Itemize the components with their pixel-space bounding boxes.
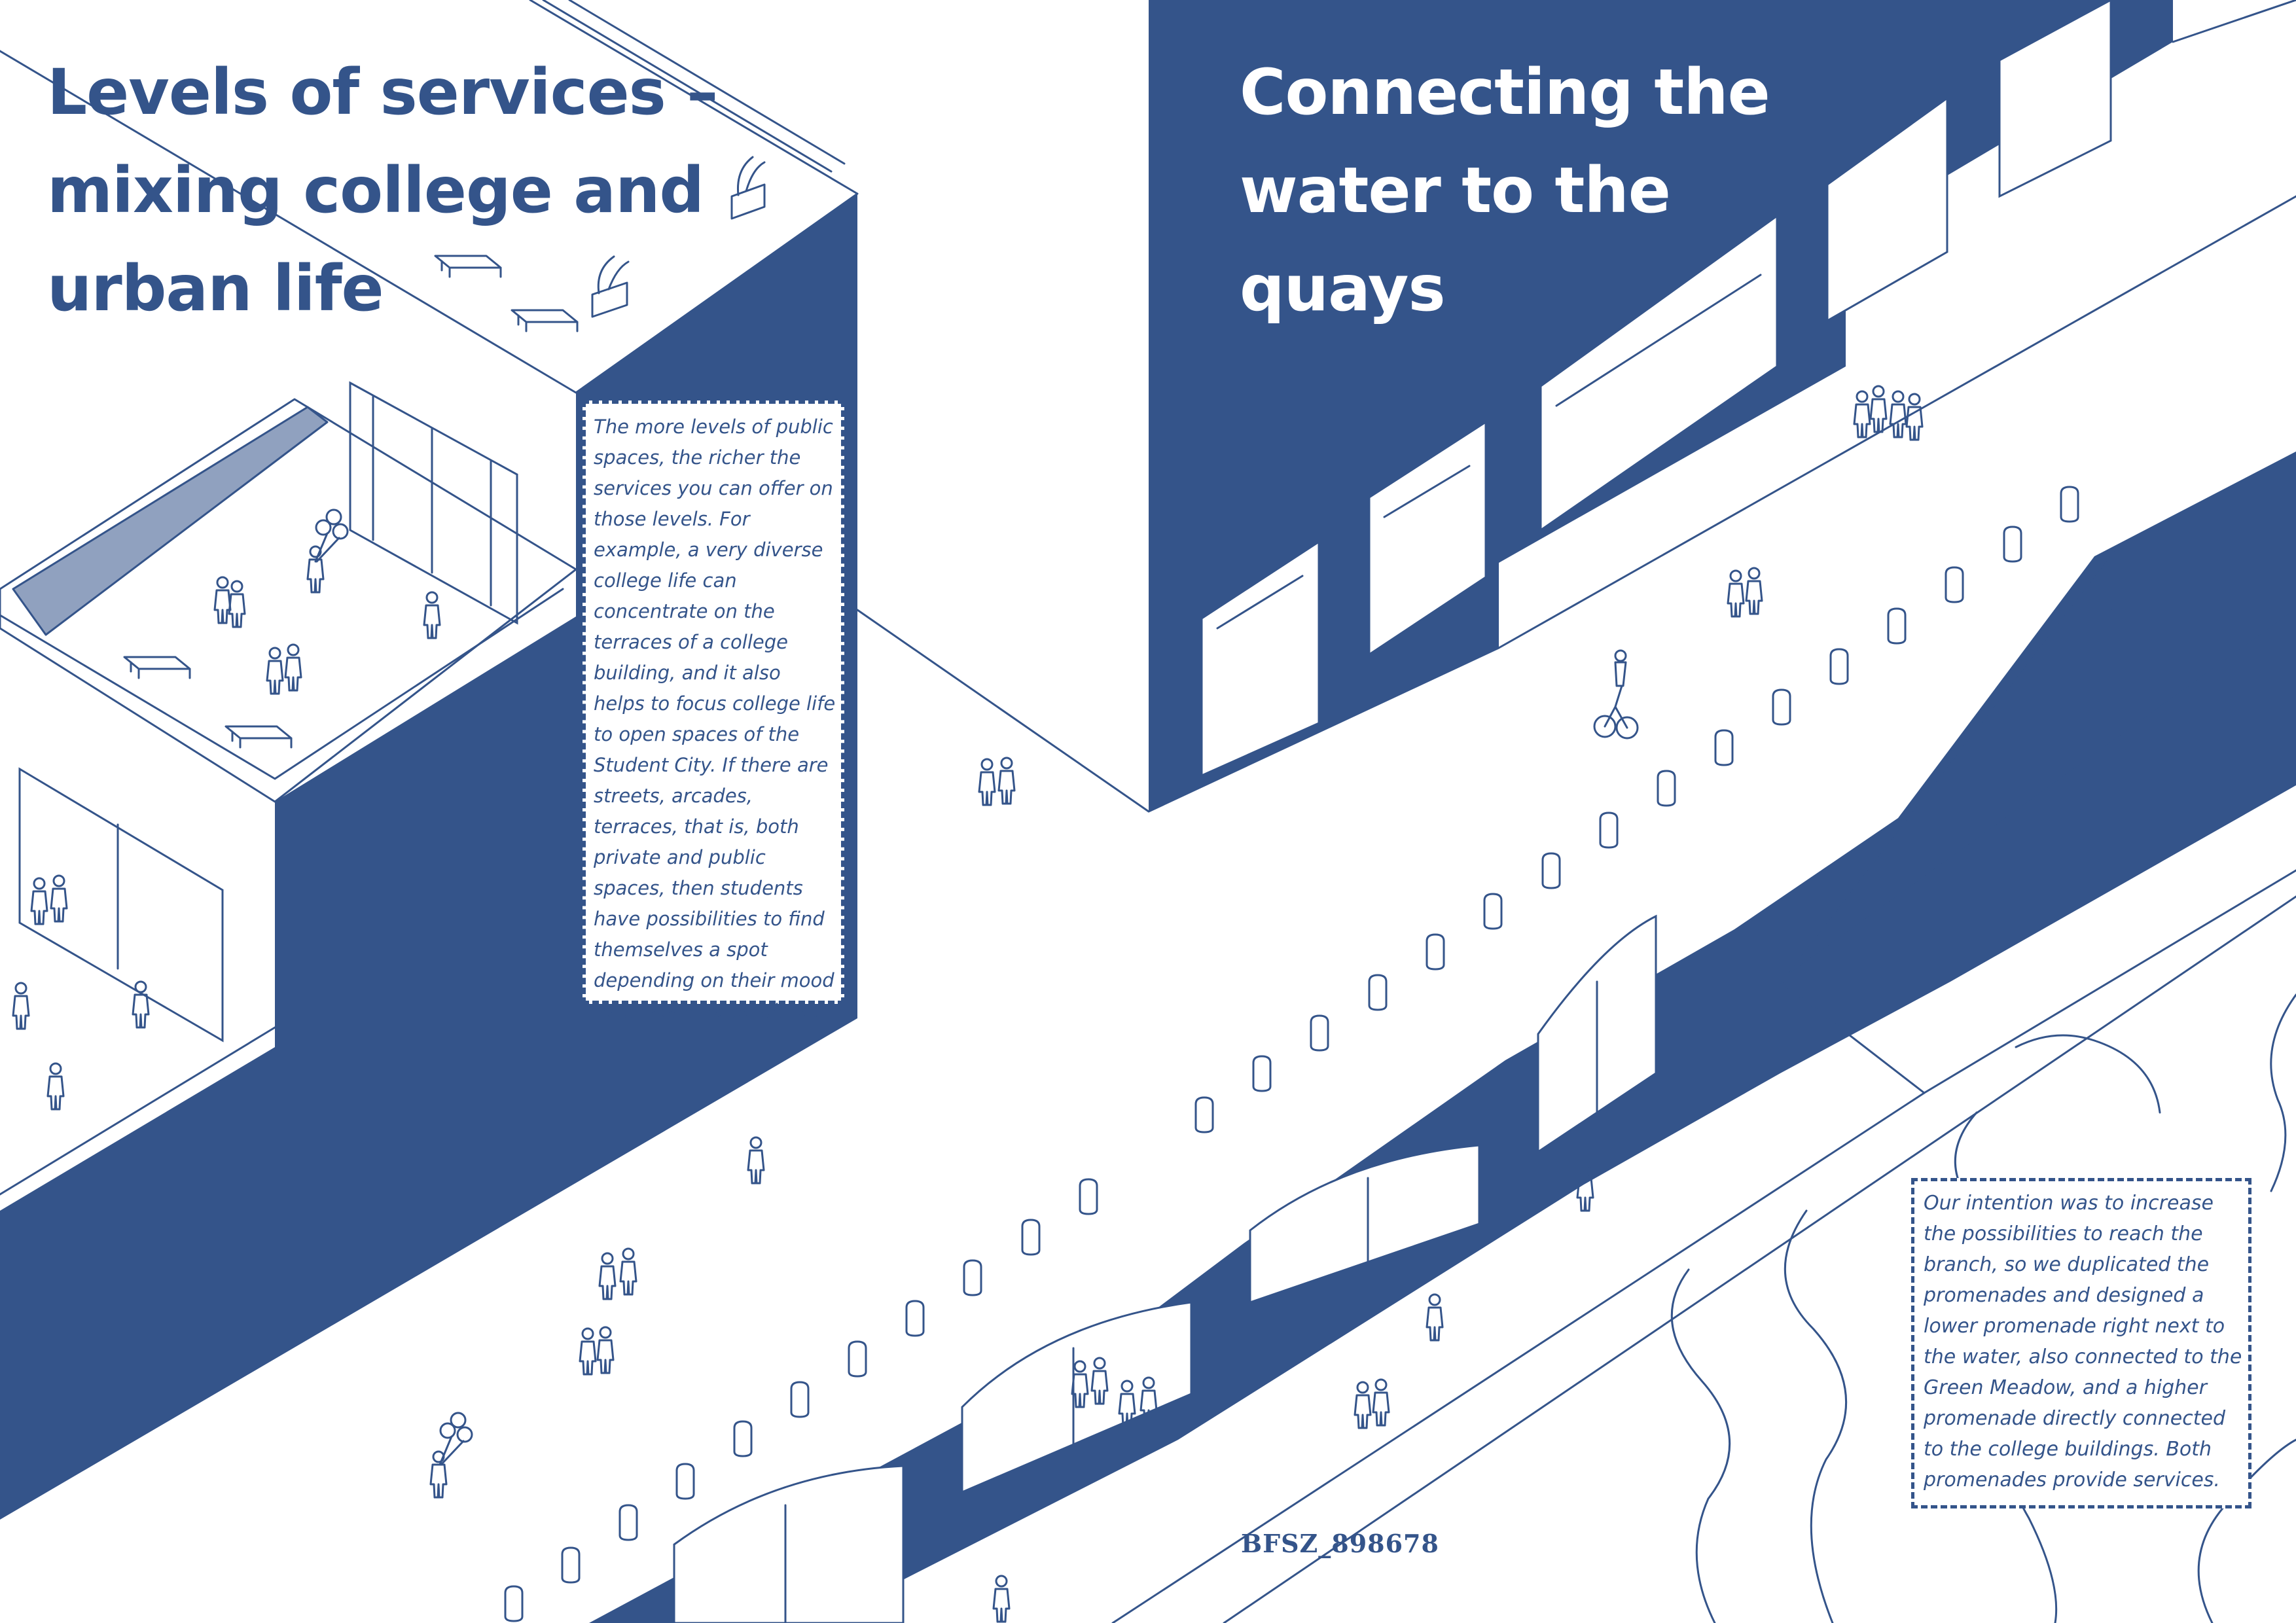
promenade-arcade [589,452,2296,1623]
central-building [856,0,2296,813]
note-duplicated-promenades: Our intention was to increase the possib… [1911,1178,2251,1508]
code-label: BFSZ_898678 [1241,1529,1439,1558]
note-levels-of-public-spaces: The more levels of public spaces, the ri… [583,401,844,1022]
heading-levels-of-services: Levels of services – mixing college and … [47,56,718,325]
balloons [314,508,473,1466]
cyclist [1593,649,1639,740]
roof-planters [591,156,766,318]
heading-connecting-water: Connecting the water to the quays [1240,56,1770,325]
